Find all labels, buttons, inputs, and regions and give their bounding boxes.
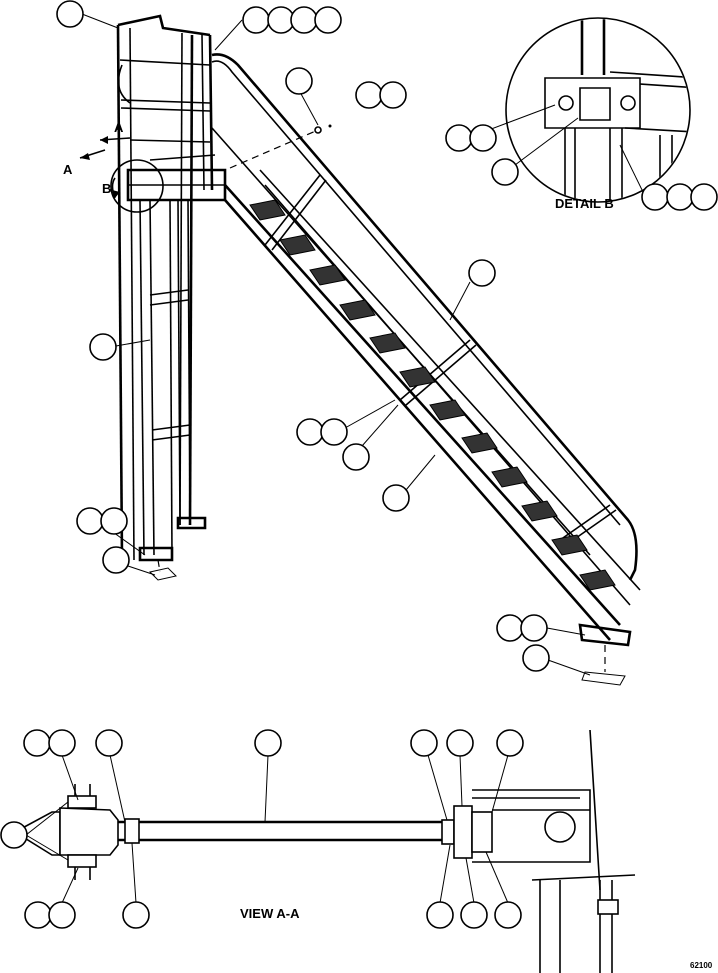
callout-balloon [23, 729, 51, 757]
callout-balloons [0, 0, 718, 929]
callout-balloon [426, 901, 454, 929]
detail-b-view: DETAIL B [505, 17, 691, 211]
stair-assembly [211, 53, 641, 686]
small-fastener [314, 126, 322, 134]
hidden-line [229, 129, 319, 169]
callout-balloon [24, 901, 52, 929]
section-a-label-upper: A [114, 120, 124, 135]
callout-balloon [290, 6, 318, 34]
callout-balloon [48, 901, 76, 929]
callout-balloon [320, 418, 348, 446]
detail-b-marker: B [102, 181, 111, 196]
small-fastener-2 [328, 124, 332, 128]
callout-balloon [496, 729, 524, 757]
stair-treads [249, 199, 616, 591]
detail-b-title: DETAIL B [555, 196, 614, 211]
callout-balloon [494, 901, 522, 929]
callout-balloon [100, 507, 128, 535]
callout-balloon [641, 183, 669, 211]
callout-balloon [314, 6, 342, 34]
callout-balloon [496, 614, 524, 642]
callout-balloon [522, 644, 550, 672]
callout-balloon [89, 333, 117, 361]
callout-balloon [0, 821, 28, 849]
callout-balloon [102, 546, 130, 574]
view-aa-title: VIEW A-A [240, 906, 300, 921]
callout-balloon [122, 901, 150, 929]
callout-balloon [355, 81, 383, 109]
callout-balloon [382, 484, 410, 512]
callout-balloon [342, 443, 370, 471]
view-aa: VIEW A-A [13, 729, 636, 973]
callout-balloon [445, 124, 473, 152]
callout-balloon [460, 901, 488, 929]
section-a-label-lower: A [63, 162, 73, 177]
callout-balloon [267, 6, 295, 34]
callout-balloon [446, 729, 474, 757]
callout-balloon [520, 614, 548, 642]
vertical-ladder [116, 14, 227, 581]
callout-balloon [379, 81, 407, 109]
callout-balloon [468, 259, 496, 287]
callout-balloon [285, 67, 313, 95]
detail-b-callout-circle [110, 159, 164, 213]
callout-balloon [56, 0, 84, 28]
figure-code: 62100 [690, 961, 713, 970]
callout-balloon [48, 729, 76, 757]
callout-balloon [296, 418, 324, 446]
callout-balloon [469, 124, 497, 152]
callout-balloon [242, 6, 270, 34]
callout-balloon [410, 729, 438, 757]
callout-balloon [95, 729, 123, 757]
callout-balloon [690, 183, 718, 211]
section-a-arrows: A A B [63, 120, 131, 199]
callout-balloon [76, 507, 104, 535]
callout-balloon [491, 158, 519, 186]
callout-balloon [254, 729, 282, 757]
callout-balloon [666, 183, 694, 211]
